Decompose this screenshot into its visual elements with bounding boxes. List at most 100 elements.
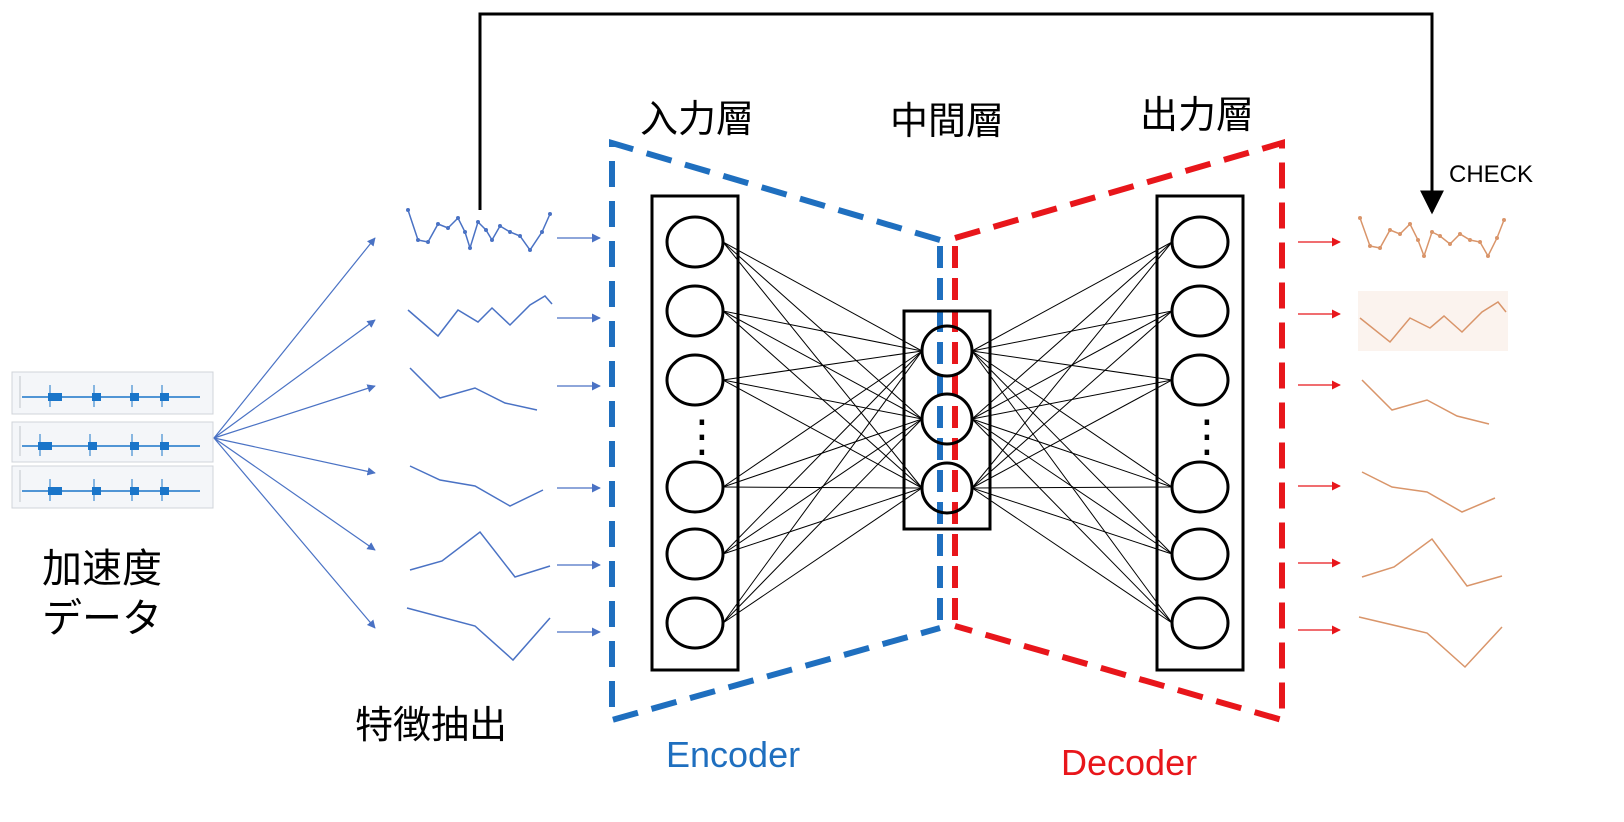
check-loop-line: [478, 12, 1444, 215]
output-feature-point: [1358, 216, 1362, 220]
feature-arrow: [213, 437, 376, 476]
input-feature-point: [416, 238, 420, 242]
accel-thumb-burst: [92, 393, 101, 401]
decoder-edge: [971, 350, 1173, 488]
output-node: [1170, 353, 1230, 407]
check-loop-arrow: [478, 12, 1444, 215]
input-feature-point: [548, 212, 552, 216]
decoder-edge: [971, 350, 1173, 381]
input-feature-point: [468, 246, 472, 250]
encoder-edge: [722, 379, 923, 489]
decoder-edge: [971, 379, 1173, 489]
encoder-edge: [722, 350, 923, 488]
layer-boxes: [650, 194, 1245, 672]
encoder-edge: [722, 241, 923, 352]
accel-thumb-burst: [48, 393, 62, 401]
output-feature-point: [1458, 232, 1462, 236]
output-feature-point: [1448, 242, 1452, 246]
input-feature-line: [409, 367, 538, 411]
decoder-edge: [971, 241, 1173, 352]
decoder-edge: [971, 310, 1173, 352]
feature-arrow: [213, 319, 376, 439]
output-feature-line: [1359, 217, 1505, 259]
encoder-label: Encoder: [666, 734, 801, 775]
accel-data-label-line1: 加速度: [42, 546, 162, 592]
feature-arrow: [213, 437, 376, 629]
input-feature-line: [409, 530, 551, 578]
input-feature-point: [540, 230, 544, 234]
input-feature-point: [463, 230, 467, 234]
encoder-edge: [722, 350, 923, 624]
encoder-edge: [722, 379, 923, 420]
accel-thumb-burst: [130, 393, 139, 401]
encoder-region: [609, 138, 941, 724]
output-feature-point: [1438, 234, 1442, 238]
output-feature-point: [1486, 254, 1490, 258]
feature-extraction-arrows: [213, 237, 376, 629]
input-layer-label: 入力層: [640, 97, 755, 141]
middle-layer-label: 中間層: [890, 99, 1005, 143]
output-feature-point: [1468, 238, 1472, 242]
accel-thumb-burst: [88, 442, 97, 450]
accel-thumb-burst: [130, 442, 139, 450]
output-feature-line: [1359, 301, 1507, 344]
output-feature-line: [1358, 616, 1503, 669]
feature-arrow: [213, 237, 376, 439]
input-node: [665, 215, 725, 269]
accel-thumb-burst: [160, 393, 169, 401]
accel-thumb-panel: [11, 371, 214, 415]
input-feature-point: [436, 222, 440, 226]
encoder-edge: [722, 487, 923, 624]
output-node: [1170, 460, 1230, 514]
decoder-edge: [971, 418, 1173, 624]
output-feature-point: [1408, 222, 1412, 226]
input-feature-point: [484, 228, 488, 232]
input-node: [665, 284, 725, 338]
input-feature-point: [490, 238, 494, 242]
decoder-label: Decoder: [1061, 742, 1198, 783]
input-feature-point: [498, 224, 502, 228]
input-feature-point: [528, 248, 532, 252]
feature-arrow: [213, 437, 376, 551]
input-ellipsis: ⋮: [680, 411, 724, 462]
output-feature-series: [1298, 216, 1508, 669]
input-feature-series: [406, 208, 601, 662]
output-feature-point: [1422, 254, 1426, 258]
network-connections: [722, 241, 1173, 624]
accel-thumb-burst: [48, 487, 62, 495]
output-ellipsis: ⋮: [1185, 411, 1229, 462]
decoder-edge: [971, 379, 1173, 420]
input-feature-point: [446, 226, 450, 230]
output-feature-point: [1478, 240, 1482, 244]
output-feature-line: [1361, 471, 1496, 513]
output-feature-point: [1378, 246, 1382, 250]
output-layer-label: 出力層: [1140, 93, 1255, 137]
check-label: CHECK: [1449, 161, 1534, 188]
accel-data-thumbnails: [11, 371, 214, 509]
input-feature-point: [426, 240, 430, 244]
input-feature-line: [407, 295, 553, 338]
hidden-node: [920, 324, 974, 378]
encoder-edge: [722, 350, 923, 381]
input-feature-point: [508, 230, 512, 234]
input-feature-point: [456, 216, 460, 220]
accel-thumb-burst: [92, 487, 101, 495]
accel-thumb-burst: [130, 487, 139, 495]
output-node: [1170, 215, 1230, 269]
output-feature-point: [1388, 228, 1392, 232]
decoder-region: [954, 139, 1285, 724]
hidden-node: [920, 461, 974, 515]
output-highlight-box: [1358, 291, 1508, 351]
accel-thumb-panel: [11, 465, 214, 509]
feature-extraction-label: 特徴抽出: [355, 703, 508, 747]
output-node: [1170, 527, 1230, 581]
feature-arrow: [213, 384, 376, 439]
output-feature-point: [1430, 230, 1434, 234]
encoder-edge: [722, 350, 923, 555]
network-nodes: [665, 215, 1230, 650]
accel-thumb-burst: [160, 442, 169, 450]
middle-layer-box: [902, 309, 992, 531]
input-feature-point: [518, 234, 522, 238]
